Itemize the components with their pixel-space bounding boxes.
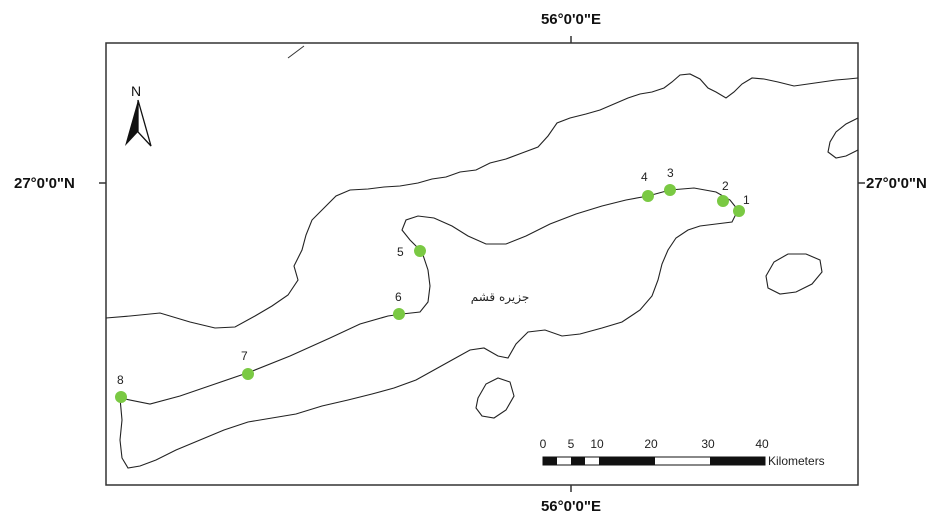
site-marker-8[interactable]: [115, 391, 127, 403]
grid-label-left: 27°0'0"N: [14, 175, 75, 192]
scale-tick-20: 20: [644, 437, 658, 451]
scale-bar-segment-0-2.5: [543, 457, 557, 465]
site-marker-6[interactable]: [393, 308, 405, 320]
site-label-3: 3: [667, 166, 674, 180]
scale-bar-segment-10-20: [599, 457, 655, 465]
map-frame: [105, 42, 859, 486]
grid-label-right: 27°0'0"N: [866, 175, 927, 192]
scale-tick-5: 5: [568, 437, 575, 451]
site-marker-7[interactable]: [242, 368, 254, 380]
scale-bar-segment-5-7.5: [571, 457, 585, 465]
hengam-island-outline: [475, 377, 515, 419]
site-label-6: 6: [395, 290, 402, 304]
island-name-label: جزيره قشم: [471, 290, 530, 305]
site-label-7: 7: [241, 349, 248, 363]
site-label-5: 5: [397, 245, 404, 259]
site-marker-1[interactable]: [733, 205, 745, 217]
site-label-4: 4: [641, 170, 648, 184]
site-label-8: 8: [117, 373, 124, 387]
graticule-ticks: [99, 36, 865, 492]
scale-tick-10: 10: [590, 437, 604, 451]
scale-tick-30: 30: [701, 437, 715, 451]
larak-island-outline: [765, 253, 823, 295]
site-markers: 1 2 3 4 5 6 7 8: [115, 166, 750, 403]
site-label-2: 2: [722, 179, 729, 193]
qeshm-island-outline: [119, 187, 739, 469]
grid-label-bottom: 56°0'0"E: [541, 498, 601, 515]
mainland-coastline-east: [827, 117, 859, 159]
grid-label-top: 56°0'0"E: [541, 11, 601, 28]
scale-bar-segment-30-40: [710, 457, 765, 465]
north-arrow: N: [125, 83, 152, 147]
road-line: [287, 45, 305, 59]
scale-tick-40: 40: [755, 437, 769, 451]
site-marker-4[interactable]: [642, 190, 654, 202]
site-marker-5[interactable]: [414, 245, 426, 257]
scale-bar: 0 5 10 20 30 40 Kilometers: [540, 437, 825, 468]
site-label-1: 1: [743, 193, 750, 207]
north-arrow-left-icon: [125, 100, 138, 146]
scale-tick-0: 0: [540, 437, 547, 451]
scale-unit-label: Kilometers: [768, 454, 825, 468]
site-marker-2[interactable]: [717, 195, 729, 207]
mainland-coastline: [105, 73, 859, 329]
site-marker-3[interactable]: [664, 184, 676, 196]
north-arrow-letter: N: [131, 83, 141, 99]
north-arrow-right-icon: [137, 99, 152, 147]
